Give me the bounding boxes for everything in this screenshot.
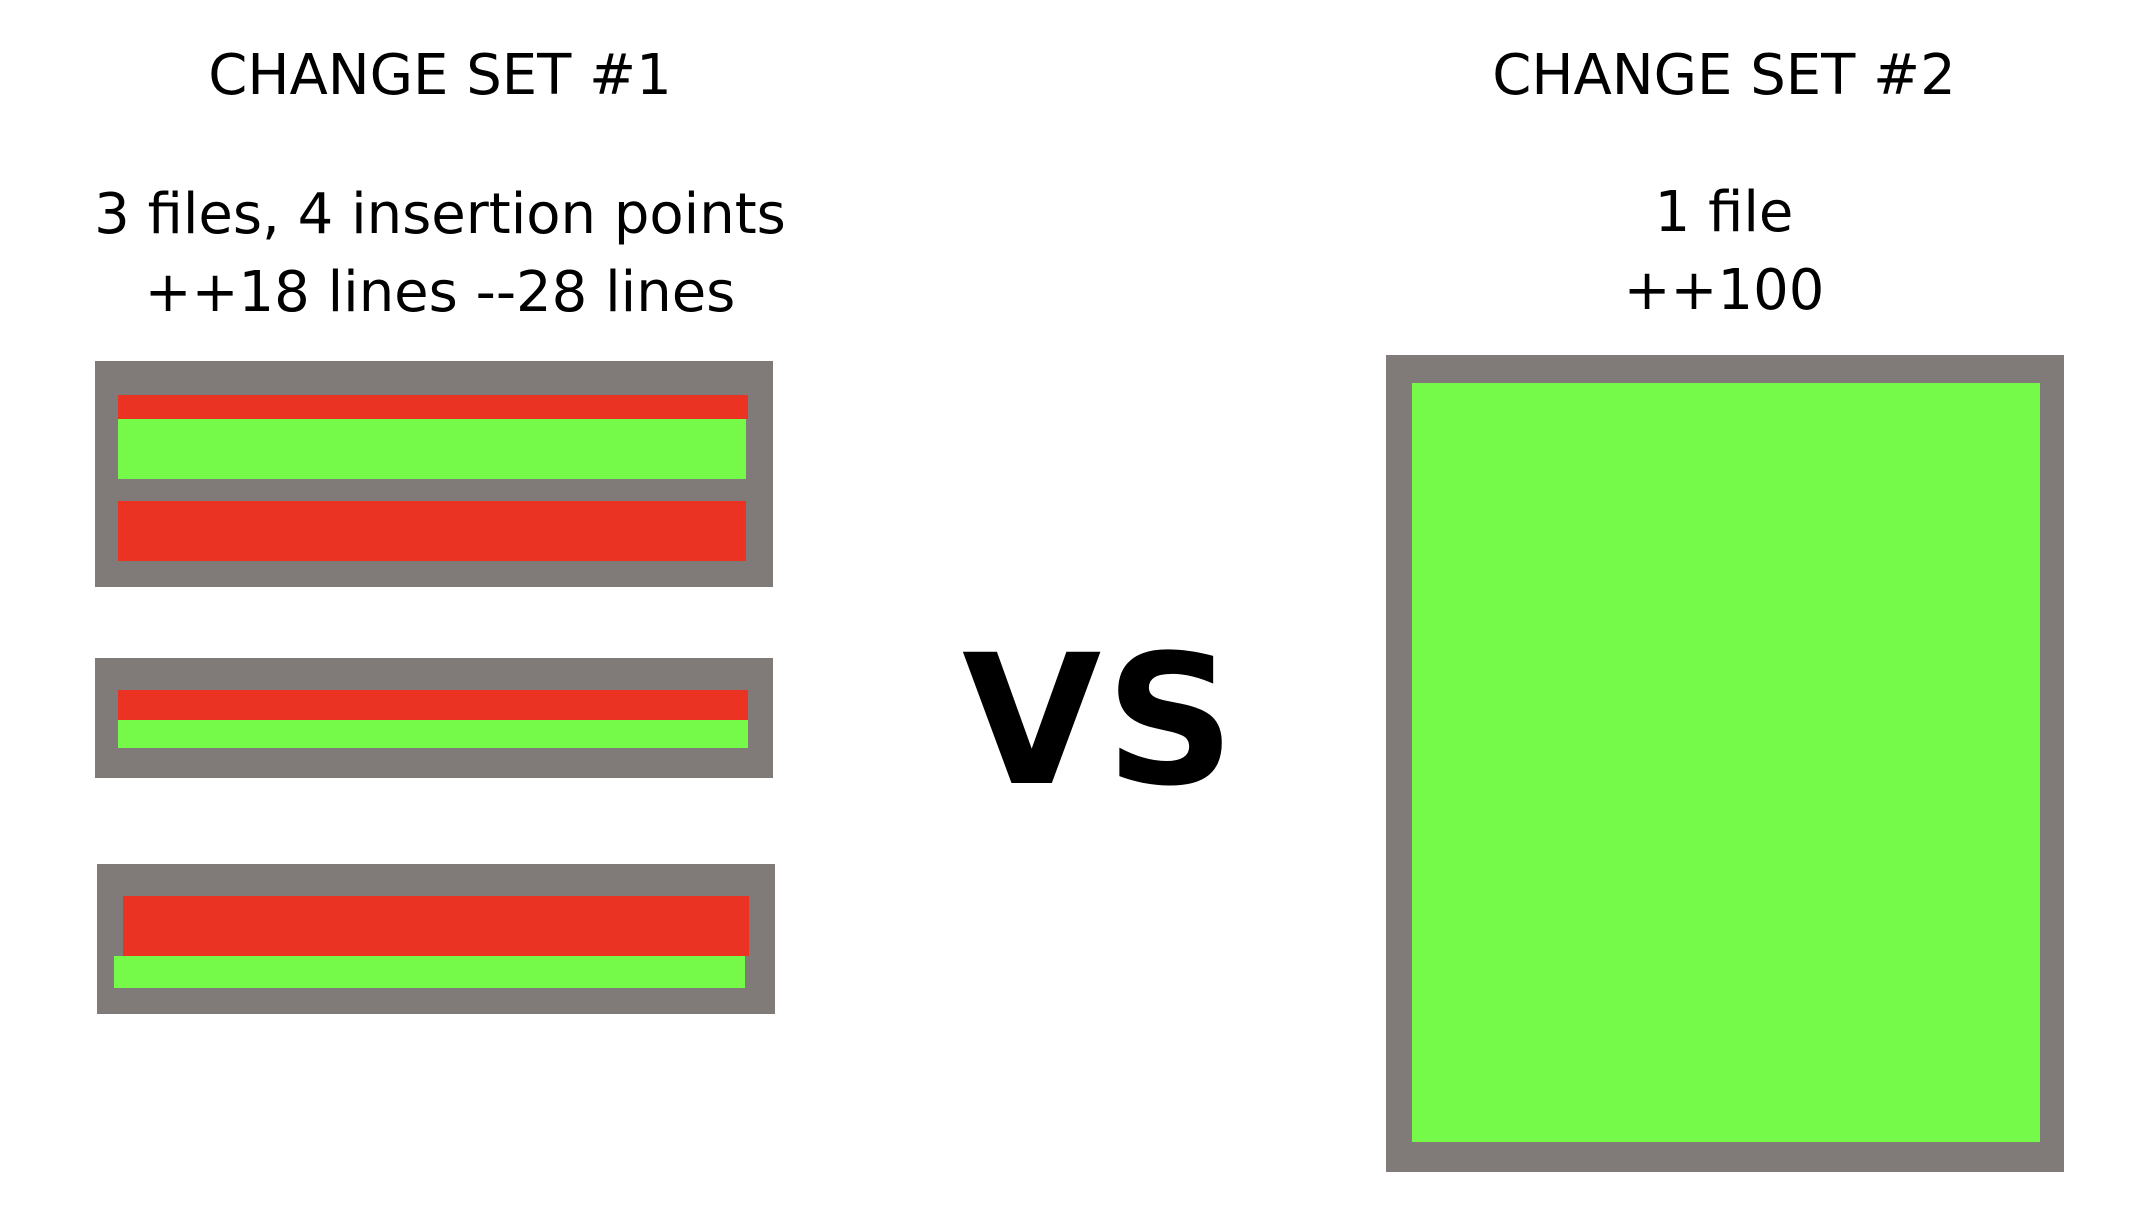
- file-1-removed-hunk-1: [118, 395, 748, 419]
- file-2-removed-hunk: [118, 690, 748, 720]
- change-set-1-summary-files: 3 files, 4 insertion points: [94, 182, 786, 247]
- file-1-removed-hunk-2: [118, 501, 746, 561]
- change-set-2-summary-files: 1 file: [1654, 180, 1794, 245]
- file-3-removed-hunk: [123, 896, 749, 956]
- change-set-1-title: CHANGE SET #1: [208, 43, 672, 108]
- change-set-1-summary-lines: ++18 lines --28 lines: [144, 260, 736, 325]
- change-set-2-summary-lines: ++100: [1623, 258, 1825, 323]
- file-1-added-hunk-1: [118, 419, 746, 479]
- file-2-frame: [95, 658, 773, 778]
- single-file-frame: [1386, 355, 2064, 1172]
- versus-label: VS: [962, 617, 1239, 826]
- file-2-added-hunk: [118, 720, 748, 748]
- single-file-added-hunk: [1412, 383, 2040, 1142]
- change-set-2-title: CHANGE SET #2: [1492, 43, 1956, 108]
- file-3-added-hunk: [114, 956, 745, 988]
- file-1-frame: [95, 361, 773, 587]
- file-3-frame: [97, 864, 775, 1014]
